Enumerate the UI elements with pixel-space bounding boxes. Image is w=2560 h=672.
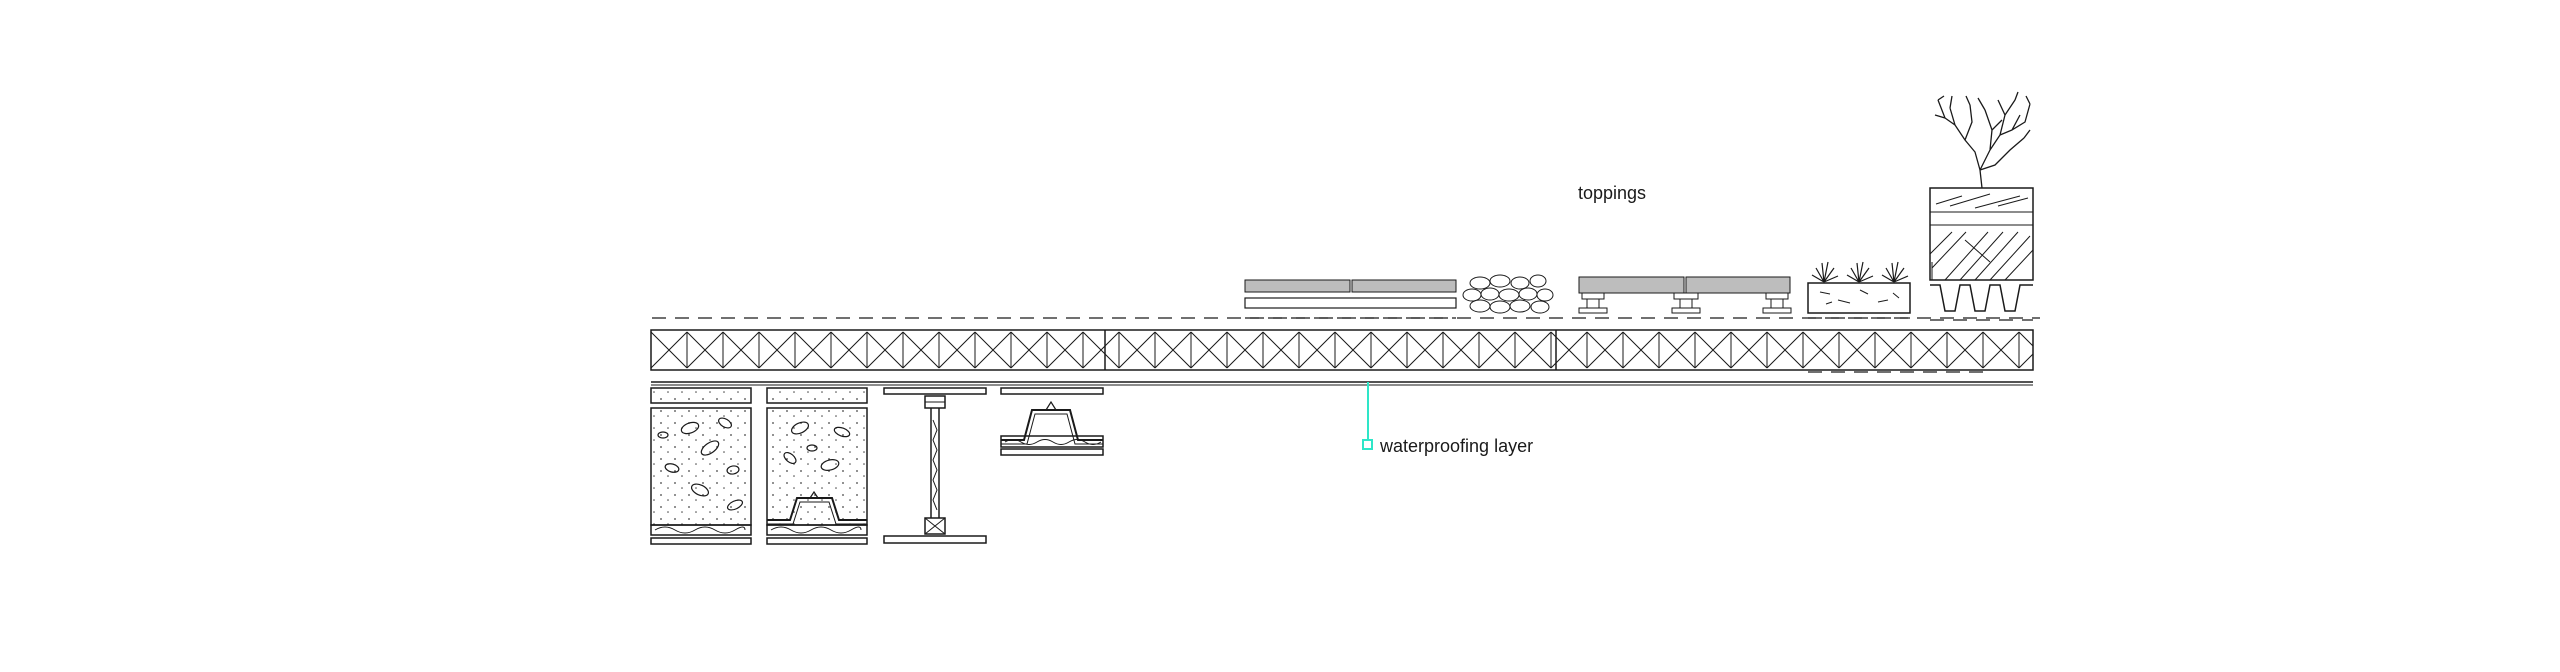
drainage-board — [1930, 284, 2033, 321]
structure-composite-deck — [766, 387, 868, 545]
structure-concrete-slab — [650, 387, 752, 545]
topping-extensive-green-roof — [1807, 261, 1911, 319]
topping-intensive-planter — [1929, 91, 2034, 321]
square-marker-icon — [1362, 439, 1373, 450]
topping-gravel — [1462, 274, 1554, 314]
insulation-layer — [650, 329, 2034, 371]
tree-icon — [1934, 91, 2031, 189]
structure-steel-i-beam — [883, 387, 987, 544]
topping-pedestal-pavers — [1578, 276, 1792, 314]
waterproofing-layer-label: waterproofing layer — [1380, 436, 1534, 456]
topping-pavers-on-bed — [1244, 279, 1457, 319]
structure-metal-deck — [1000, 387, 1104, 456]
grass-tuft-icon — [1881, 261, 1909, 283]
grass-tuft-icon — [1811, 261, 1839, 283]
toppings-label: toppings — [1578, 183, 1647, 203]
grass-tuft-icon — [1846, 261, 1874, 283]
waterproofing-layer — [651, 381, 2033, 386]
waterproofing-callout — [1362, 382, 1373, 450]
